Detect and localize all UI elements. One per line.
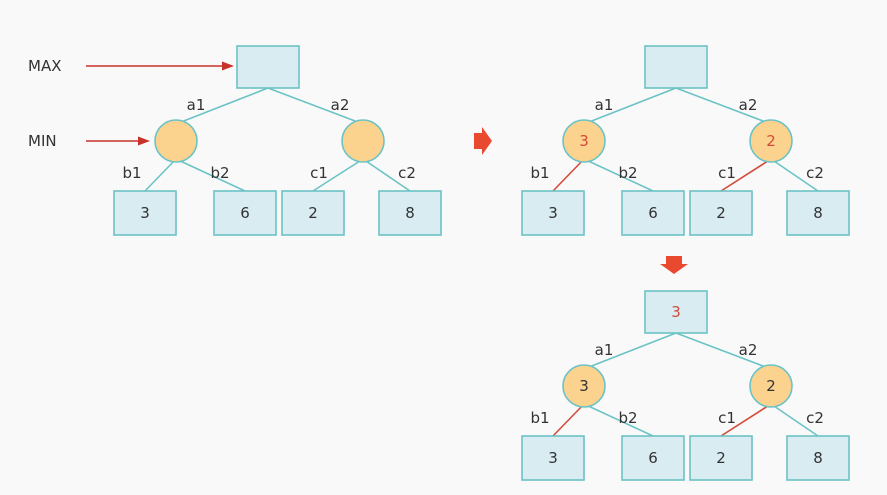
tree-min-evaluated: a1 a2 b1 b2 c1 c2 3 2 3 6 2 8 bbox=[521, 45, 850, 236]
leaf-node-value: 3 bbox=[548, 204, 558, 222]
min-node bbox=[749, 119, 793, 163]
leaf-node-value: 2 bbox=[716, 449, 726, 467]
edge-b1 bbox=[552, 403, 585, 437]
edge-label-b1: b1 bbox=[122, 164, 141, 182]
max-node-value: 3 bbox=[671, 303, 681, 321]
edge-label-a1: a1 bbox=[595, 96, 614, 114]
leaf-node-value: 6 bbox=[648, 204, 658, 222]
edge-label-b2: b2 bbox=[210, 164, 229, 182]
step-right-arrow bbox=[474, 127, 492, 155]
min-pointer-arrowhead bbox=[138, 136, 150, 146]
leaf-node-value: 8 bbox=[405, 204, 415, 222]
max-node bbox=[644, 45, 708, 89]
tree-max-evaluated: a1 a2 b1 b2 c1 c2 3 3 2 3 6 2 8 bbox=[521, 290, 850, 481]
min-label-group: MIN bbox=[28, 132, 150, 150]
edge-label-c2: c2 bbox=[806, 164, 824, 182]
leaf-node bbox=[213, 190, 277, 236]
edge-label-b2: b2 bbox=[618, 409, 637, 427]
min-node bbox=[562, 119, 606, 163]
max-node bbox=[644, 290, 708, 334]
edge-c2 bbox=[362, 158, 411, 192]
min-node-value: 2 bbox=[766, 377, 776, 395]
tree-initial: a1 a2 b1 b2 c1 c2 3 6 2 8 bbox=[113, 45, 442, 236]
edge-label-b1: b1 bbox=[530, 164, 549, 182]
edge-a2 bbox=[675, 332, 772, 370]
min-node bbox=[341, 119, 385, 163]
edge-label-c2: c2 bbox=[806, 409, 824, 427]
max-label-group: MAX bbox=[28, 57, 234, 75]
leaf-node bbox=[521, 435, 585, 481]
leaf-node bbox=[378, 190, 442, 236]
edge-b2 bbox=[583, 158, 654, 192]
leaf-node bbox=[786, 190, 850, 236]
leaf-node-value: 8 bbox=[813, 204, 823, 222]
edge-b2 bbox=[583, 403, 654, 437]
leaf-node bbox=[521, 190, 585, 236]
step-down-arrow bbox=[660, 256, 688, 274]
leaf-node bbox=[621, 190, 685, 236]
edge-b2 bbox=[175, 158, 246, 192]
min-node-value: 3 bbox=[579, 377, 589, 395]
leaf-node-value: 6 bbox=[240, 204, 250, 222]
trees-container: a1 a2 b1 b2 c1 c2 3 6 2 8 a1 a2 b1 b2 c1 c2 3 2 3 6 2 8 a1 a2 b1… bbox=[113, 45, 850, 481]
edge-label-c2: c2 bbox=[398, 164, 416, 182]
edge-c1 bbox=[312, 158, 364, 192]
edge-a2 bbox=[267, 87, 364, 125]
leaf-node bbox=[281, 190, 345, 236]
edge-c1 bbox=[720, 158, 772, 192]
leaf-node-value: 8 bbox=[813, 449, 823, 467]
edge-label-a2: a2 bbox=[739, 96, 758, 114]
edge-c1 bbox=[720, 403, 772, 437]
edge-c2 bbox=[770, 403, 819, 437]
leaf-node-value: 2 bbox=[716, 204, 726, 222]
edge-label-c1: c1 bbox=[310, 164, 328, 182]
edge-label-b1: b1 bbox=[530, 409, 549, 427]
leaf-node-value: 3 bbox=[140, 204, 150, 222]
leaf-node bbox=[689, 435, 753, 481]
edge-label-c1: c1 bbox=[718, 164, 736, 182]
min-node bbox=[562, 364, 606, 408]
edge-a1 bbox=[583, 87, 677, 125]
edge-b1 bbox=[144, 158, 177, 192]
edge-label-a2: a2 bbox=[739, 341, 758, 359]
min-node-value: 2 bbox=[766, 132, 776, 150]
max-node bbox=[236, 45, 300, 89]
leaf-node-value: 6 bbox=[648, 449, 658, 467]
edge-b1 bbox=[552, 158, 585, 192]
max-pointer-arrowhead bbox=[222, 61, 234, 71]
edge-label-a1: a1 bbox=[187, 96, 206, 114]
leaf-node-value: 2 bbox=[308, 204, 318, 222]
edge-a1 bbox=[583, 332, 677, 370]
max-level-label: MAX bbox=[28, 57, 61, 75]
edge-c2 bbox=[770, 158, 819, 192]
min-node bbox=[154, 119, 198, 163]
min-level-label: MIN bbox=[28, 132, 57, 150]
leaf-node bbox=[689, 190, 753, 236]
leaf-node bbox=[113, 190, 177, 236]
edge-label-a1: a1 bbox=[595, 341, 614, 359]
edge-label-b2: b2 bbox=[618, 164, 637, 182]
edge-label-a2: a2 bbox=[331, 96, 350, 114]
leaf-node-value: 3 bbox=[548, 449, 558, 467]
leaf-node bbox=[786, 435, 850, 481]
edge-label-c1: c1 bbox=[718, 409, 736, 427]
min-node-value: 3 bbox=[579, 132, 589, 150]
min-node bbox=[749, 364, 793, 408]
edge-a1 bbox=[175, 87, 269, 125]
leaf-node bbox=[621, 435, 685, 481]
edge-a2 bbox=[675, 87, 772, 125]
